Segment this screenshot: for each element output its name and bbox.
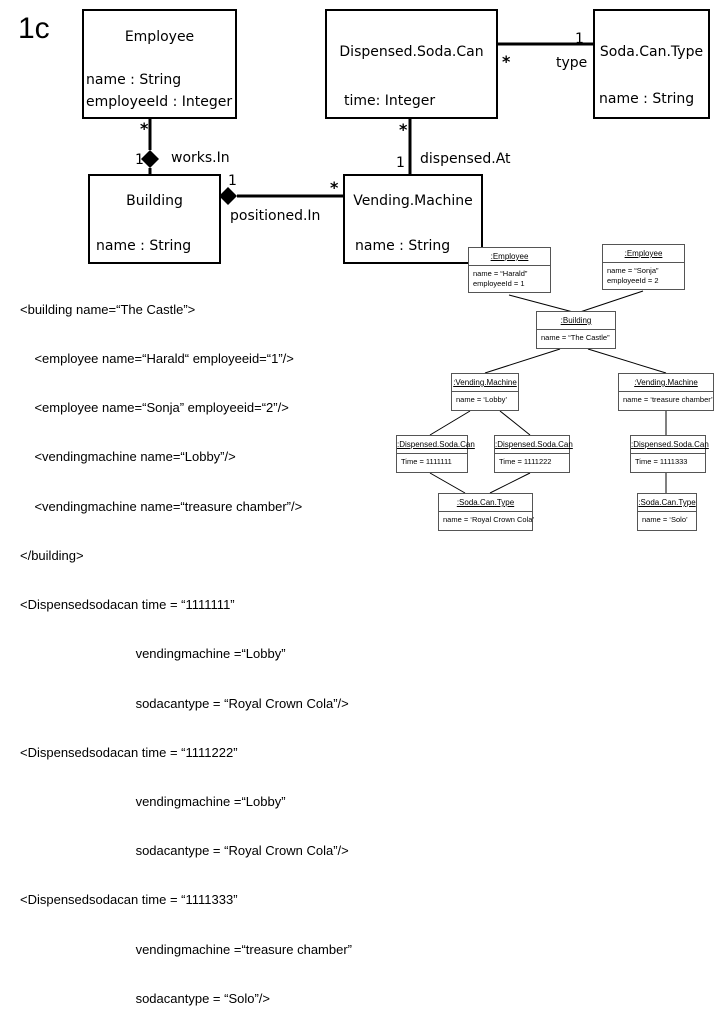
employee-attr-id: employeeId : Integer	[86, 94, 233, 110]
object-title: :Vending.Machine	[619, 374, 713, 392]
xml-line: <Dispensedsodacan time = “1111333”	[20, 892, 238, 908]
xml-line: <employee name=“Harald“ employeeid=“1”/>	[20, 351, 294, 367]
object-vending-lobby: :Vending.Machine name = ‘Lobby’	[451, 373, 519, 411]
object-title: :Dispensed.Soda.Can	[495, 436, 573, 454]
assoc-type: type	[556, 55, 588, 71]
multiplicity-positioned-one: 1	[228, 173, 237, 189]
object-line: employeeId = 2	[607, 276, 659, 285]
employee-class-name: Employee	[124, 29, 195, 45]
connector-lines	[141, 42, 667, 494]
building-class-name: Building	[126, 193, 183, 209]
dispensed-attr-time: time: Integer	[344, 93, 436, 109]
object-dispensed-3: :Dispensed.Soda.Can Time = 1111333	[630, 435, 709, 473]
object-line: Time = 1111111	[401, 457, 452, 466]
object-dispensed-1: :Dispensed.Soda.Can Time = 1111111	[396, 435, 475, 473]
object-line: name = “The Castle”	[541, 333, 610, 342]
object-line: employeeId = 1	[473, 279, 525, 288]
object-title: :Dispensed.Soda.Can	[631, 436, 709, 454]
multiplicity-type-one: 1	[575, 31, 584, 47]
multiplicity-employee-star: *	[140, 119, 149, 138]
xml-line: <Dispensedsodacan time = “1111222”	[20, 744, 238, 760]
multiplicity-vending-star: *	[330, 178, 339, 197]
xml-line: <vendingmachine name=“Lobby”/>	[20, 449, 236, 465]
assoc-dispensed-at: dispensed.At	[420, 151, 511, 167]
xml-listing: <building name=“The Castle”> <employee n…	[20, 269, 352, 1024]
vending-class-name: Vending.Machine	[353, 193, 473, 209]
multiplicity-vending-one: 1	[396, 155, 405, 171]
object-employee-harald: :Employee name = “Harald”employeeId = 1	[468, 247, 551, 293]
xml-line: sodacantype = “Royal Crown Cola”/>	[20, 695, 349, 711]
object-line: name = “Sonja”	[607, 266, 659, 275]
soda-type-class-name: Soda.Can.Type	[599, 44, 704, 60]
vending-machine-class: Vending.Machine name : String	[343, 174, 483, 264]
multiplicity-dispensed-star: *	[399, 120, 408, 139]
xml-line: <vendingmachine name=“treasure chamber”/…	[20, 498, 303, 514]
xml-line: <employee name=“Sonja” employeeid=“2”/>	[20, 400, 289, 416]
dispensed-class-name: Dispensed.Soda.Can	[339, 44, 484, 60]
assoc-works-in: works.In	[171, 150, 230, 166]
object-title: :Soda.Can.Type	[638, 494, 696, 512]
xml-line: sodacantype = “Solo”/>	[20, 990, 270, 1006]
employee-class: Employee name : String employeeId : Inte…	[82, 9, 237, 119]
building-attr-name: name : String	[96, 238, 192, 254]
object-building-castle: :Building name = “The Castle”	[536, 311, 616, 349]
object-title: :Building	[537, 312, 615, 330]
xml-line: </building>	[20, 547, 84, 563]
object-title: :Vending.Machine	[452, 374, 518, 392]
object-line: name = ‘Royal Crown Cola’	[443, 515, 535, 524]
object-title: :Employee	[469, 248, 550, 266]
object-line: name = ‘Solo’	[642, 515, 688, 524]
xml-line: <Dispensedsodacan time = “1111111”	[20, 597, 235, 613]
object-line: name = ‘Lobby’	[456, 395, 508, 404]
object-line: name = ‘treasure chamber’	[623, 395, 713, 404]
xml-line: sodacantype = “Royal Crown Cola”/>	[20, 843, 349, 859]
object-line: Time = 1111222	[499, 457, 552, 466]
multiplicity-building-one: 1	[135, 152, 144, 168]
vending-attr-name: name : String	[355, 238, 451, 254]
dispensed-soda-can-class: Dispensed.Soda.Can time: Integer	[325, 9, 498, 119]
assoc-positioned-in: positioned.In	[230, 208, 321, 224]
multiplicity-dispensed-right-star: *	[502, 52, 511, 71]
object-soda-type-royal: :Soda.Can.Type name = ‘Royal Crown Cola’	[438, 493, 535, 531]
xml-line: <building name=“The Castle”>	[20, 301, 196, 317]
xml-line: vendingmachine =“Lobby”	[20, 794, 286, 809]
object-title: :Dispensed.Soda.Can	[397, 436, 475, 454]
object-line: Time = 1111333	[635, 457, 688, 466]
object-vending-treasure: :Vending.Machine name = ‘treasure chambe…	[618, 373, 714, 411]
xml-line: vendingmachine =“Lobby”	[20, 646, 286, 662]
object-soda-type-solo: :Soda.Can.Type name = ‘Solo’	[637, 493, 697, 531]
object-title: :Employee	[603, 245, 684, 263]
object-line: name = “Harald”	[473, 269, 528, 278]
object-dispensed-2: :Dispensed.Soda.Can Time = 1111222	[494, 435, 573, 473]
slide-label: 1c	[18, 12, 50, 45]
soda-can-type-class: Soda.Can.Type name : String	[593, 9, 710, 119]
object-title: :Soda.Can.Type	[439, 494, 532, 512]
xml-line: vendingmachine =“treasure chamber”	[20, 941, 352, 957]
soda-type-attr-name: name : String	[599, 91, 695, 107]
employee-attr-name: name : String	[86, 72, 182, 88]
building-class: Building name : String	[88, 174, 221, 264]
object-employee-sonja: :Employee name = “Sonja”employeeId = 2	[602, 244, 685, 290]
